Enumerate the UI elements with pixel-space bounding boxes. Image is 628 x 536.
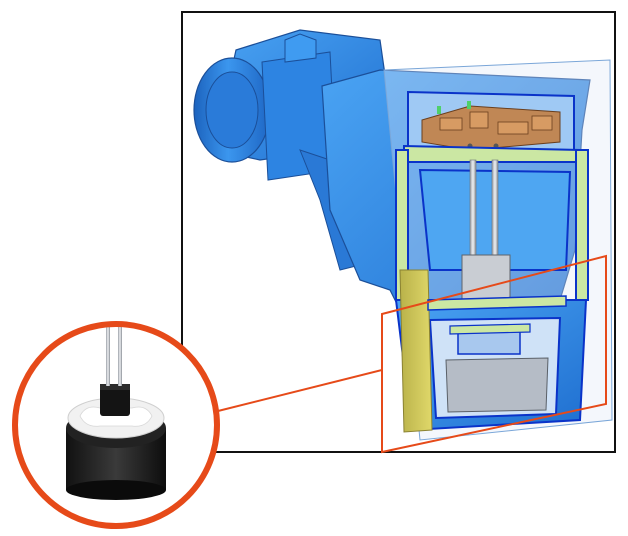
circuit-board [421,101,561,151]
sensor-housing-cutaway [193,29,613,441]
seal-section [399,269,433,433]
section-wall-upper [403,144,582,163]
inner-sensor-body [461,254,511,304]
inset-component [66,326,166,500]
callout-box [381,254,607,454]
inset-ring [12,321,220,529]
callout-leader-line [213,369,383,413]
connector-body [193,29,391,271]
inset-magnifier [12,321,220,529]
pin-left [469,159,477,271]
pin-right [491,159,499,271]
